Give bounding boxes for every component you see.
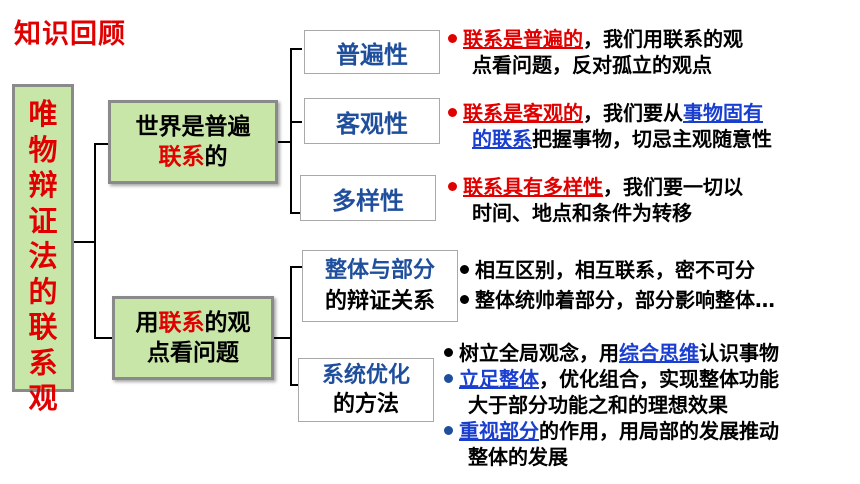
connector-root bbox=[74, 241, 94, 243]
whole-bullet-1-text: 相互区别，相互联系，密不可分 bbox=[475, 258, 755, 282]
system-b3-key: 重视部分 bbox=[459, 419, 539, 443]
node-use-line2: 点看问题 bbox=[147, 340, 239, 366]
system-bullet-3-line2: 整体的发展 bbox=[468, 445, 568, 469]
system-bullet-1: 树立全局观念，用综合思维认识事物 bbox=[444, 340, 860, 366]
desc-diverse-line1: 联系具有多样性，我们要一切以 bbox=[448, 174, 743, 200]
method-system: 系统优化 的方法 bbox=[298, 358, 434, 422]
connector-b-2 bbox=[290, 384, 302, 386]
desc-diverse-rest: ，我们要一切以 bbox=[603, 175, 743, 199]
method-system-line2: 的方法 bbox=[332, 392, 399, 417]
whole-bullet-1: 相互区别，相互联系，密不可分 bbox=[460, 255, 775, 285]
node-use-line1: 用联系的观 bbox=[115, 308, 271, 338]
desc-diverse: 联系具有多样性，我们要一切以 时间、地点和条件为转移 bbox=[448, 174, 743, 226]
system-b2-key: 立足整体 bbox=[459, 367, 539, 391]
system-bullet-2: 立足整体，优化组合，实现整体功能 bbox=[444, 366, 860, 392]
desc-objective-key2a: 事物固有 bbox=[683, 101, 763, 125]
bullet-dot bbox=[460, 295, 469, 304]
connector-a-2 bbox=[290, 121, 302, 123]
whole-bullet-2-text: 整体统帅着部分，部分影响整体… bbox=[475, 288, 775, 312]
whole-bullets: 相互区别，相互联系，密不可分 整体统帅着部分，部分影响整体… bbox=[460, 255, 775, 315]
connector-b-1 bbox=[290, 266, 302, 268]
connector-a-1 bbox=[290, 48, 302, 50]
desc-objective-rest: 把握事物，切忌主观随意性 bbox=[532, 127, 772, 151]
desc-universal: 联系是普遍的，我们用联系的观 点看问题，反对孤立的观点 bbox=[448, 26, 743, 78]
node-world-line1: 世界是普遍 bbox=[135, 114, 251, 140]
connector-root-bottom bbox=[94, 337, 112, 339]
prop-universal-label: 普遍性 bbox=[336, 40, 408, 69]
desc-universal-line2: 点看问题，反对孤立的观点 bbox=[472, 53, 712, 77]
prop-diverse-label: 多样性 bbox=[332, 186, 404, 215]
system-b2-post: ，优化组合，实现整体功能 bbox=[539, 367, 779, 391]
node-world-line2: 联系的 bbox=[111, 142, 275, 172]
bullet-dot bbox=[444, 426, 453, 435]
system-b3-post: 的作用，用局部的发展推动 bbox=[539, 419, 779, 443]
connector-root-top bbox=[94, 143, 108, 145]
connector-b bbox=[274, 337, 290, 339]
connector-a-3 bbox=[290, 212, 302, 214]
node-use-post: 的观 bbox=[204, 310, 251, 336]
method-system-line1: 系统优化 bbox=[321, 363, 410, 388]
system-b1-key: 综合思维 bbox=[619, 341, 699, 365]
page-title: 知识回顾 bbox=[14, 19, 126, 50]
bullet-dot bbox=[448, 34, 457, 43]
node-world-connected: 世界是普遍 联系的 bbox=[108, 100, 278, 184]
node-use-pre: 用 bbox=[135, 310, 159, 336]
whole-bullet-2: 整体统帅着部分，部分影响整体… bbox=[460, 285, 775, 315]
system-b1-pre: 树立全局观念，用 bbox=[459, 341, 619, 365]
method-whole-part: 整体与部分 的辩证关系 bbox=[302, 250, 458, 322]
desc-universal-key: 联系是普遍的 bbox=[463, 27, 583, 51]
desc-objective-key: 联系是客观的 bbox=[463, 101, 583, 125]
method-whole-line1: 整体与部分 bbox=[324, 258, 435, 283]
node-world-rest: 的 bbox=[204, 144, 228, 170]
connector-a bbox=[278, 141, 290, 143]
bullet-dot bbox=[444, 374, 453, 383]
desc-objective-key2b: 的联系 bbox=[472, 127, 532, 151]
desc-diverse-key: 联系具有多样性 bbox=[463, 175, 603, 199]
prop-objective: 客观性 bbox=[304, 98, 440, 144]
node-use-red: 联系 bbox=[158, 310, 205, 336]
desc-objective: 联系是客观的，我们要从事物固有 的联系把握事物，切忌主观随意性 bbox=[448, 100, 772, 152]
system-b1-post: 认识事物 bbox=[699, 341, 779, 365]
bullet-dot bbox=[444, 348, 453, 357]
system-bullets: 树立全局观念，用综合思维认识事物 立足整体，优化组合，实现整体功能 大于部分功能… bbox=[444, 340, 860, 470]
method-whole-line2: 的辩证关系 bbox=[324, 289, 435, 314]
system-bullet-2-line2: 大于部分功能之和的理想效果 bbox=[468, 393, 728, 417]
prop-objective-label: 客观性 bbox=[336, 109, 408, 138]
desc-objective-mid: ，我们要从 bbox=[583, 101, 683, 125]
bracket-a bbox=[290, 48, 292, 214]
bracket-b bbox=[290, 266, 292, 386]
node-use-connection: 用联系的观 点看问题 bbox=[112, 296, 274, 380]
desc-universal-rest: ，我们用联系的观 bbox=[583, 27, 743, 51]
root-label: 唯物辩证法的联系观 bbox=[28, 97, 58, 415]
bullet-dot bbox=[448, 108, 457, 117]
root-node: 唯物辩证法的联系观 bbox=[12, 84, 74, 415]
desc-diverse-line2: 时间、地点和条件为转移 bbox=[472, 201, 692, 225]
bullet-dot bbox=[448, 182, 457, 191]
prop-diverse: 多样性 bbox=[300, 175, 436, 221]
desc-objective-line2: 的联系把握事物，切忌主观随意性 bbox=[448, 126, 772, 152]
node-world-red: 联系 bbox=[158, 144, 205, 170]
prop-universal: 普遍性 bbox=[304, 30, 440, 74]
bracket-root bbox=[94, 143, 96, 339]
desc-universal-line1: 联系是普遍的，我们用联系的观 bbox=[448, 26, 743, 52]
bullet-dot bbox=[460, 265, 469, 274]
desc-objective-line1: 联系是客观的，我们要从事物固有 bbox=[448, 100, 772, 126]
system-bullet-3: 重视部分的作用，用局部的发展推动 bbox=[444, 418, 860, 444]
